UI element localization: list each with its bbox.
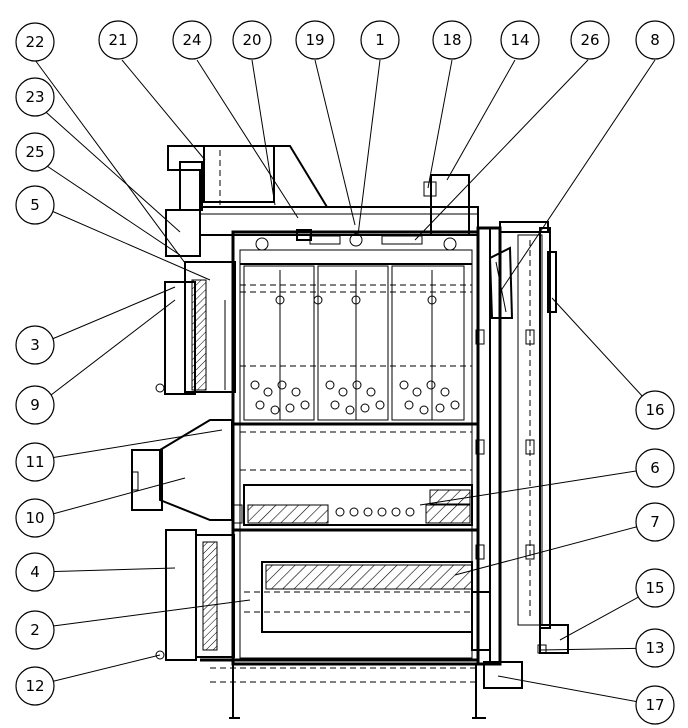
grate bbox=[231, 484, 473, 526]
top-right-box bbox=[430, 174, 470, 236]
callout-20: 20 bbox=[232, 20, 272, 60]
svg-text:8: 8 bbox=[650, 31, 660, 49]
heat-exchanger bbox=[240, 263, 472, 421]
callout-3: 3 bbox=[15, 325, 55, 365]
svg-text:4: 4 bbox=[30, 563, 40, 581]
svg-text:5: 5 bbox=[30, 196, 40, 214]
svg-text:1: 1 bbox=[375, 31, 385, 49]
svg-text:3: 3 bbox=[30, 336, 40, 354]
callout-9: 9 bbox=[15, 385, 55, 425]
callout-5: 5 bbox=[15, 185, 55, 225]
callout-16: 16 bbox=[635, 390, 675, 430]
callout-10: 10 bbox=[15, 498, 55, 538]
svg-text:26: 26 bbox=[580, 31, 599, 49]
callout-23: 23 bbox=[15, 77, 55, 117]
svg-text:22: 22 bbox=[25, 33, 44, 51]
left-door-insulation bbox=[191, 279, 207, 391]
top-fittings bbox=[240, 229, 472, 251]
svg-text:23: 23 bbox=[25, 88, 44, 106]
callout-19: 19 bbox=[295, 20, 335, 60]
svg-text:11: 11 bbox=[25, 453, 44, 471]
svg-text:24: 24 bbox=[182, 31, 201, 49]
callout-12: 12 bbox=[15, 666, 55, 706]
leader-lines bbox=[34, 59, 656, 706]
callout-17: 17 bbox=[635, 685, 675, 725]
left-box-23 bbox=[165, 209, 201, 257]
air-inlet-funnel bbox=[159, 419, 233, 521]
left-upper-door bbox=[164, 281, 196, 395]
svg-text:15: 15 bbox=[645, 579, 664, 597]
callouts: 22 21 24 20 19 1 18 14 26 8 23 25 5 3 9 … bbox=[15, 20, 675, 725]
flue-box bbox=[203, 145, 275, 203]
callout-11: 11 bbox=[15, 442, 55, 482]
svg-text:16: 16 bbox=[645, 401, 664, 419]
left-door-frame bbox=[184, 261, 236, 393]
callout-25: 25 bbox=[15, 132, 55, 172]
turbulators bbox=[250, 380, 460, 415]
callout-13: 13 bbox=[635, 628, 675, 668]
bottom-right-box bbox=[483, 661, 523, 689]
callout-1: 1 bbox=[360, 20, 400, 60]
svg-text:6: 6 bbox=[650, 459, 660, 477]
svg-text:9: 9 bbox=[30, 396, 40, 414]
svg-text:12: 12 bbox=[25, 677, 44, 695]
callout-2: 2 bbox=[15, 610, 55, 650]
boiler-body bbox=[131, 145, 569, 719]
callout-21: 21 bbox=[98, 20, 138, 60]
svg-text:19: 19 bbox=[305, 31, 324, 49]
svg-text:17: 17 bbox=[645, 696, 664, 714]
svg-text:14: 14 bbox=[510, 31, 529, 49]
svg-text:13: 13 bbox=[645, 639, 664, 657]
svg-text:18: 18 bbox=[442, 31, 461, 49]
svg-text:21: 21 bbox=[108, 31, 127, 49]
lower-door-insulation bbox=[202, 541, 218, 651]
ash-chamber bbox=[244, 561, 491, 651]
callout-14: 14 bbox=[500, 20, 540, 60]
svg-text:2: 2 bbox=[30, 621, 40, 639]
callout-24: 24 bbox=[172, 20, 212, 60]
callout-26: 26 bbox=[570, 20, 610, 60]
air-inlet-pipe bbox=[131, 449, 163, 511]
callout-4: 4 bbox=[15, 552, 55, 592]
svg-text:10: 10 bbox=[25, 509, 44, 527]
callout-15: 15 bbox=[635, 568, 675, 608]
top-right-cap bbox=[423, 181, 437, 197]
lower-door-frame bbox=[195, 534, 235, 658]
lower-door bbox=[165, 529, 197, 661]
svg-text:20: 20 bbox=[242, 31, 261, 49]
callout-18: 18 bbox=[432, 20, 472, 60]
svg-text:7: 7 bbox=[650, 513, 660, 531]
flue-hood bbox=[167, 145, 329, 208]
right-column bbox=[475, 221, 569, 666]
callout-22: 22 bbox=[15, 22, 55, 62]
callout-6: 6 bbox=[635, 448, 675, 488]
svg-text:25: 25 bbox=[25, 143, 44, 161]
callout-8: 8 bbox=[635, 20, 675, 60]
callout-7: 7 bbox=[635, 502, 675, 542]
